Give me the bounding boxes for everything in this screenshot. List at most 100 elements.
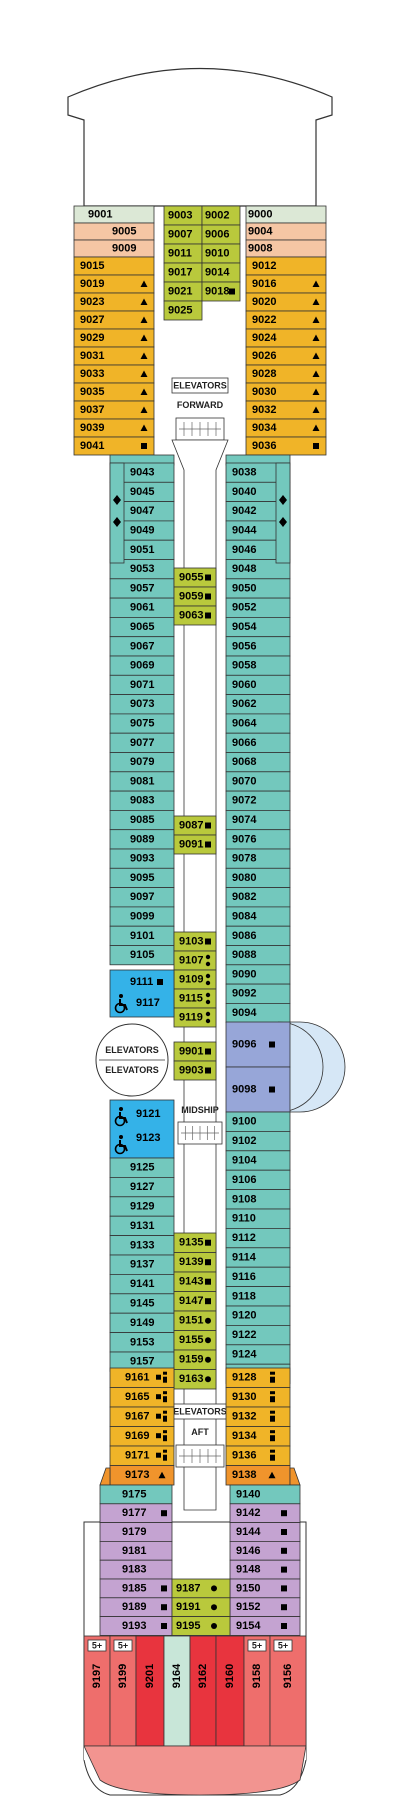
diamond-icon (279, 495, 287, 505)
cabin-number: 9014 (205, 267, 230, 279)
cabin (171, 1616, 231, 1636)
cabin-number: 9012 (252, 260, 276, 272)
cabin (173, 1007, 217, 1028)
stern-deck (83, 1745, 307, 1796)
cabin-number: 9101 (130, 930, 154, 942)
dot-icon (205, 999, 211, 1005)
cabin-number: 9001 (88, 209, 112, 221)
cabin-number: 9000 (248, 209, 272, 221)
cabin-number: 9089 (130, 833, 154, 845)
suite-square-icon (205, 593, 211, 600)
cabin-number: 9044 (232, 525, 257, 537)
cabin-number: 9042 (232, 505, 256, 517)
suite-square-icon (205, 822, 211, 829)
cabin-number: 9034 (252, 422, 277, 434)
cabin-stern (135, 1635, 165, 1747)
triangle-icon (158, 1471, 166, 1479)
dot-icon (211, 1585, 217, 1592)
sofa-bed-icon (163, 1410, 167, 1414)
triangle-icon (312, 388, 320, 395)
wheelchair-wheel (114, 1002, 126, 1014)
cabin-number: 9062 (232, 698, 256, 710)
cabin-number: 9031 (80, 350, 104, 362)
cabin-number: 9018 (205, 286, 229, 298)
cabin (201, 281, 241, 302)
cabin-number: 9057 (130, 582, 154, 594)
wheelchair-head (119, 994, 123, 998)
cabin-number: 9017 (168, 267, 192, 279)
suite-square-icon (205, 1278, 211, 1285)
cabin-number: 9197 (91, 1664, 103, 1688)
cabin-number: 9106 (232, 1174, 256, 1186)
cabin-number: 9095 (130, 872, 154, 884)
cabin-number: 9158 (251, 1664, 263, 1688)
cabin-number: 9157 (130, 1356, 154, 1368)
sofa-bed-icon (270, 1371, 275, 1375)
cabin-number: 9151 (179, 1315, 203, 1327)
wheelchair-body (119, 1140, 128, 1152)
cabin-number: 9112 (232, 1232, 256, 1244)
suite-square-icon (281, 1510, 287, 1517)
cabin-number: 9145 (130, 1298, 154, 1310)
suite-square-icon (156, 1413, 161, 1419)
sofa-bed-icon (163, 1415, 167, 1422)
cabin-number: 9131 (130, 1220, 154, 1232)
cabin-number: 9087 (179, 820, 203, 832)
cabin-number: 9159 (179, 1354, 203, 1366)
cabin-number: 9011 (168, 248, 192, 260)
cabin-number: 9109 (179, 974, 203, 986)
cabin-number: 9056 (232, 640, 256, 652)
dot-icon (205, 1018, 211, 1024)
dot-icon (205, 954, 211, 960)
cabin-number: 9171 (125, 1450, 149, 1462)
cabin-number: 9195 (176, 1620, 200, 1632)
cabin-number: 9020 (252, 296, 276, 308)
cabin-number: 9103 (179, 936, 203, 948)
cabin-number: 9149 (130, 1317, 154, 1329)
cabin-number: 9009 (112, 243, 136, 255)
cabin-number: 9054 (232, 621, 257, 633)
wheelchair-wheel (114, 1115, 126, 1127)
cabin-number: 9175 (122, 1488, 146, 1500)
cabin-number: 9051 (130, 544, 154, 556)
suite-square-icon (156, 1433, 161, 1439)
cabin-number: 9164 (171, 1663, 183, 1688)
suite-square-icon (141, 443, 147, 449)
cabin-number: 9177 (122, 1507, 146, 1519)
cabin-stern (243, 1635, 271, 1747)
triangle-icon (140, 370, 148, 377)
suite-square-icon (205, 1048, 211, 1055)
cabin-number: 9123 (136, 1132, 160, 1144)
cabin-number: 9022 (252, 314, 276, 326)
cabin (163, 300, 203, 321)
cabin-number: 9021 (168, 286, 192, 298)
hull-corner (289, 1467, 301, 1486)
cabin-number: 9027 (80, 314, 104, 326)
cabin-number: 9077 (130, 737, 154, 749)
cabin-number: 9162 (197, 1664, 209, 1688)
cabin (225, 1066, 291, 1113)
sofa-bed-icon (270, 1396, 275, 1403)
cabin-number: 9030 (252, 386, 276, 398)
cabin-number: 9143 (179, 1276, 203, 1288)
cabin-number: 9187 (176, 1582, 200, 1594)
sofa-bed-icon (163, 1376, 167, 1383)
triangle-icon (312, 280, 320, 287)
triangle-icon (312, 424, 320, 431)
dot-icon (205, 1317, 211, 1324)
cabin-stern (109, 1635, 137, 1747)
triangle-icon (140, 388, 148, 395)
cabin-stern (83, 1635, 111, 1747)
cabin-number: 9003 (168, 210, 192, 222)
cabin-edge (109, 462, 125, 564)
cabin-number: 9181 (122, 1545, 146, 1557)
wheelchair-body (119, 1112, 128, 1124)
dot-icon (205, 973, 211, 979)
suite-square-icon (269, 1041, 275, 1048)
cabin-number: 9193 (122, 1620, 146, 1632)
dot-icon (205, 1337, 211, 1344)
sofa-bed-icon (270, 1449, 275, 1453)
cabin-number: 9135 (179, 1237, 203, 1249)
suite-square-icon (161, 1510, 167, 1517)
cabin-number: 9133 (130, 1239, 154, 1251)
